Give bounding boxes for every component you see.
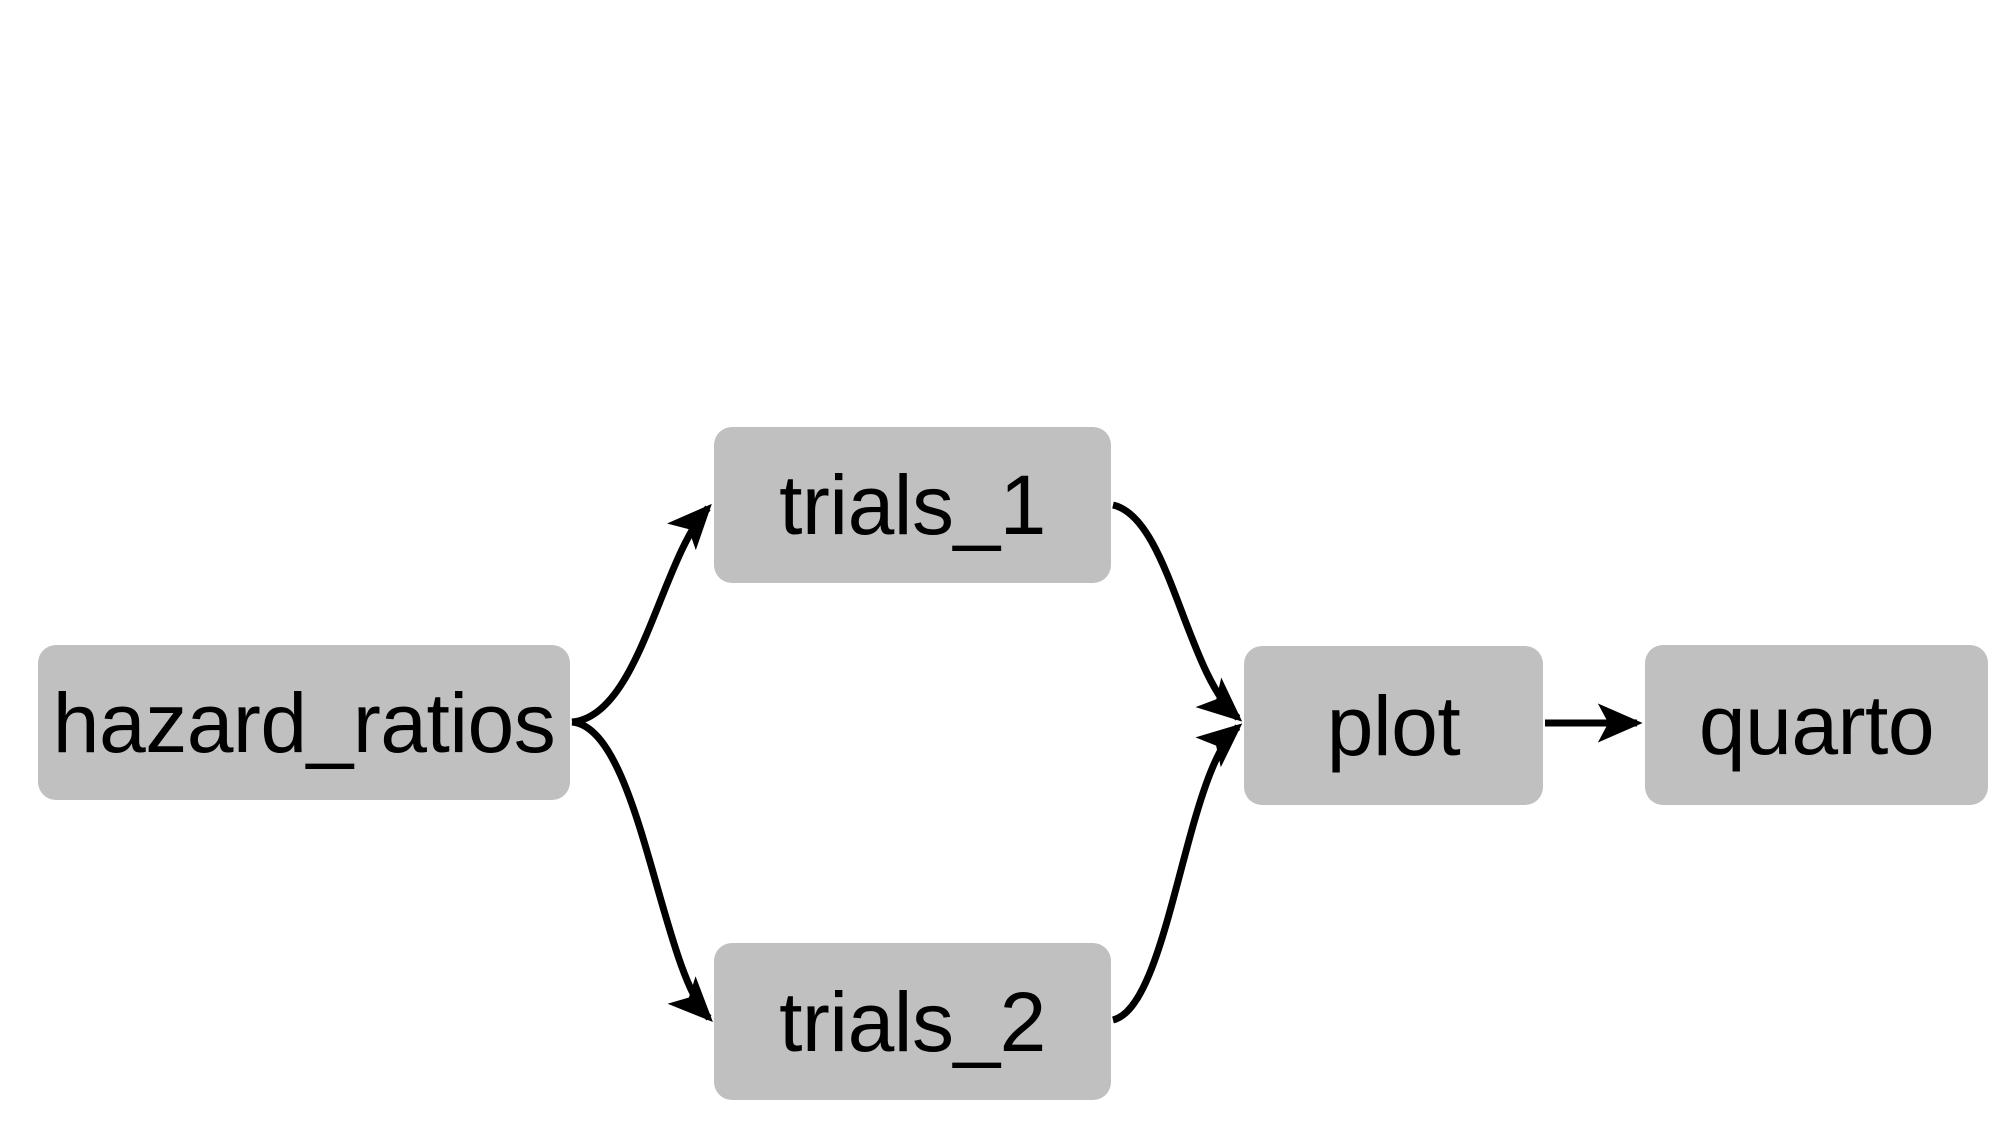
node-quarto[interactable]: quarto [1645,645,1988,805]
edge-trials-1-to-plot [1111,501,1243,722]
node-label-quarto: quarto [1698,678,1935,772]
edge-hazard-ratios-to-trials-2 [571,718,713,1023]
node-trials-1[interactable]: trials_1 [714,427,1111,583]
node-label-plot: plot [1326,678,1461,773]
node-trials-2[interactable]: trials_2 [714,943,1111,1100]
node-label-trials-2: trials_2 [779,974,1046,1069]
node-hazard-ratios[interactable]: hazard_ratios [38,645,570,800]
node-plot[interactable]: plot [1244,646,1543,805]
node-label-hazard-ratios: hazard_ratios [52,675,556,770]
node-label-trials-1: trials_1 [779,458,1046,552]
edge-trials-2-to-plot [1111,723,1243,1024]
edge-hazard-ratios-to-trials-1 [571,503,712,726]
